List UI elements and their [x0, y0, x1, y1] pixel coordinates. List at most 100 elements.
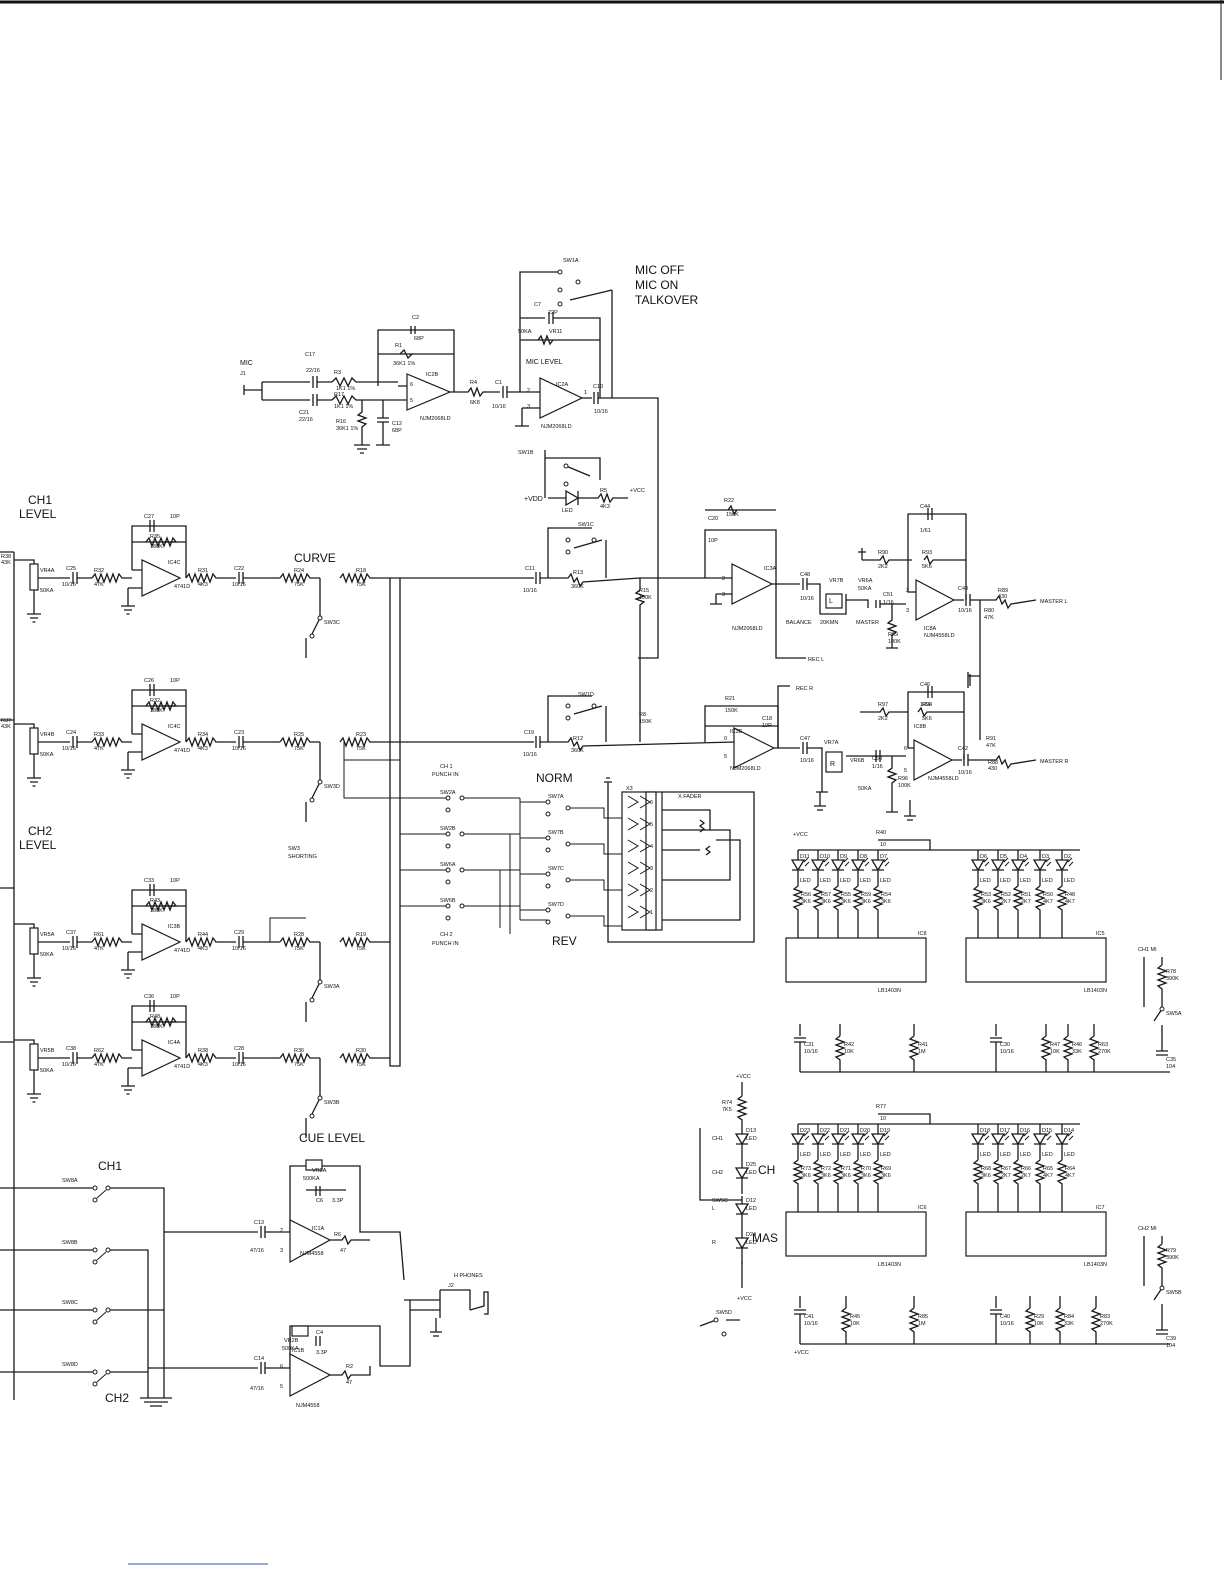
- rf-label: R35: [150, 534, 160, 540]
- xf-pin: 3: [650, 866, 653, 872]
- ic3b-label: IC3B: [730, 729, 743, 735]
- meter-part-value: 1M: [918, 1321, 926, 1327]
- c50-value: 1/16: [872, 764, 883, 770]
- led-resistor-label: R68: [981, 1166, 991, 1172]
- led-resistor-label: R48: [1065, 892, 1075, 898]
- vr2a-value: 500KA: [303, 1176, 320, 1182]
- led-text: LED: [1042, 878, 1053, 884]
- ic1b-part: NJM4558: [296, 1403, 320, 1409]
- side-r-value: 390K: [1166, 1255, 1179, 1261]
- vr11-label: VR11: [549, 329, 562, 335]
- meter-ic-right-label: IC7: [1096, 1205, 1105, 1211]
- c44-value: 1/61: [920, 528, 931, 534]
- r90-label: R90: [878, 550, 888, 556]
- c-out-label: C23: [234, 730, 244, 736]
- led-resistor-label: R51: [1021, 892, 1031, 898]
- led-text: LED: [1000, 1152, 1011, 1158]
- sw5c-label: SW5C: [712, 1198, 728, 1204]
- led-resistor-value: 2K7: [1001, 1173, 1011, 1179]
- xf-sw-label: SW6A: [440, 862, 456, 868]
- side-mi-label: CH2 MI: [1138, 1226, 1157, 1232]
- ic3b-part: NJM2068LD: [730, 766, 761, 772]
- r89-label: R89: [998, 588, 1008, 594]
- indicator-leds: +VCCR747K5D13LEDCH1D25LEDCH2D12LEDLD24LE…: [699, 1074, 809, 1356]
- c48-label: C48: [800, 572, 810, 578]
- ic2b-label: IC2B: [426, 372, 439, 378]
- ic1a-label: IC1A: [312, 1226, 325, 1232]
- r99-value: 100K: [888, 639, 901, 645]
- led-text: LED: [800, 1152, 811, 1158]
- led-resistor-value: 4K7: [1065, 1173, 1075, 1179]
- sw3-label: SW3C: [324, 620, 340, 626]
- led-resistor-value: 3K6: [861, 899, 871, 905]
- svg-text:2: 2: [280, 1228, 283, 1234]
- r2-label: R2: [346, 1364, 353, 1370]
- j1-label: J1: [240, 371, 246, 377]
- rin-label: R38: [1, 554, 11, 560]
- led-text: LED: [840, 878, 851, 884]
- led-resistor-value: 3K6: [881, 1173, 891, 1179]
- indicator-led-text: LED: [746, 1136, 757, 1142]
- r-out-label: R44: [198, 932, 208, 938]
- svg-text:3: 3: [527, 404, 530, 410]
- led-text: LED: [980, 878, 991, 884]
- led-text: LED: [1064, 1152, 1075, 1158]
- led-text: LED: [1000, 878, 1011, 884]
- ch1-level-line1: CH1: [28, 493, 52, 507]
- r74-label: R74: [722, 1100, 732, 1106]
- norm-label: NORM: [536, 771, 573, 785]
- rec-l-label: REC L: [808, 657, 824, 663]
- r6-value: 47: [340, 1248, 346, 1254]
- r1-label: R1: [395, 343, 402, 349]
- c47-value: 10/16: [800, 758, 814, 764]
- c-in-value: 10/16: [62, 746, 76, 752]
- led-designator: D9: [840, 854, 847, 860]
- c20-value: 10P: [708, 538, 718, 544]
- meter-ic-left-label: IC8: [918, 931, 927, 937]
- led-designator: D5: [1000, 854, 1007, 860]
- c6-label: C6: [316, 1198, 323, 1204]
- c13-value: 47/16: [250, 1248, 264, 1254]
- sw3-label-line2: SHORTING: [288, 854, 317, 860]
- vr-value: 50KA: [40, 752, 54, 758]
- r5-value: 4K3: [600, 504, 610, 510]
- master-label-l: MASTER: [856, 620, 879, 626]
- rx-value: 75K: [294, 746, 304, 752]
- balance-label: BALANCE: [786, 620, 812, 626]
- ic-label: IC4A: [168, 1040, 181, 1046]
- master-section: C48 10/16 VR7B L 20KMN BALANCE VR6A 50KA…: [772, 504, 1068, 821]
- r80-label: R80: [984, 608, 994, 614]
- c10-value: 10/16: [594, 409, 608, 415]
- svg-text:6: 6: [280, 1364, 283, 1370]
- cf-value: 10P: [170, 678, 180, 684]
- svg-text:5: 5: [724, 754, 727, 760]
- led-resistor-label: R56: [801, 892, 811, 898]
- side-r-label: R79: [1166, 1248, 1176, 1254]
- indicator-led-designator: D24: [746, 1232, 756, 1238]
- r94-value: 5K6: [922, 716, 932, 722]
- ic-label: IC3B: [168, 924, 181, 930]
- vr-label: VR5A: [40, 932, 55, 938]
- led-designator: D16: [1020, 1128, 1030, 1134]
- indicator-led-side: CH1: [712, 1136, 723, 1142]
- led-designator: D17: [1000, 1128, 1010, 1134]
- ch2-level-line2: LEVEL: [19, 838, 57, 852]
- vr2b-value: 500KA: [282, 1346, 299, 1352]
- ic-label: IC4C: [168, 560, 181, 566]
- c17-value: 22/16: [306, 368, 320, 374]
- c2-value: 68P: [414, 336, 424, 342]
- rf-value: 180K: [150, 544, 163, 550]
- led-text: LED: [860, 878, 871, 884]
- vr11-value: 50KA: [518, 329, 532, 335]
- vcc-label-led: +VCC: [736, 1074, 751, 1080]
- c12-label: C12: [392, 421, 402, 427]
- side-c-value: 104: [1166, 1064, 1175, 1070]
- led-text: LED: [840, 1152, 851, 1158]
- c-out-label: C29: [234, 930, 244, 936]
- r21-value: 150K: [725, 708, 738, 714]
